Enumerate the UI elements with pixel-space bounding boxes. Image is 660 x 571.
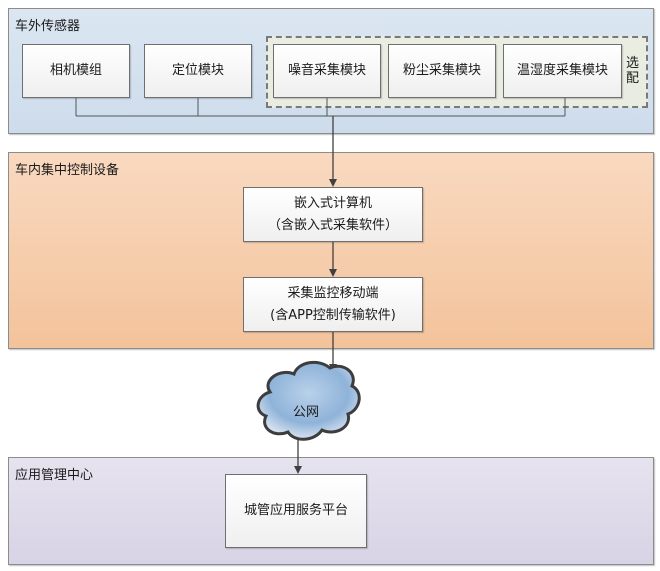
temp-humidity-module-box: 温湿度采集模块 [503, 44, 622, 98]
service-platform-box: 城管应用服务平台 [225, 474, 367, 548]
box-label-line1: 采集监控移动端 [287, 285, 379, 301]
cloud-icon [256, 360, 361, 441]
box-label-line2: （含嵌入式采集软件） [267, 217, 398, 233]
network-label: 公网 [293, 405, 320, 420]
box-label: 相机模组 [49, 63, 102, 78]
dust-module-box: 粉尘采集模块 [388, 44, 496, 98]
box-label: 温湿度采集模块 [516, 63, 608, 78]
box-label-line1: 嵌入式计算机 [293, 195, 372, 211]
camera-module-box: 相机模组 [22, 44, 130, 98]
box-label: 噪音采集模块 [287, 63, 366, 78]
section-label: 应用管理中心 [15, 468, 94, 483]
noise-module-box: 噪音采集模块 [273, 44, 381, 98]
mobile-terminal-box: 采集监控移动端 (含APP控制传输软件) [243, 277, 423, 332]
box-label-line2: (含APP控制传输软件) [270, 307, 396, 323]
positioning-module-box: 定位模块 [144, 44, 252, 98]
optional-label: 选配 [626, 56, 640, 86]
box-label: 定位模块 [171, 63, 224, 78]
section-label: 车外传感器 [15, 19, 81, 34]
box-label: 粉尘采集模块 [402, 63, 481, 78]
embedded-computer-box: 嵌入式计算机 （含嵌入式采集软件） [243, 187, 423, 242]
box-label: 城管应用服务平台 [243, 503, 348, 518]
section-label: 车内集中控制设备 [15, 163, 120, 178]
